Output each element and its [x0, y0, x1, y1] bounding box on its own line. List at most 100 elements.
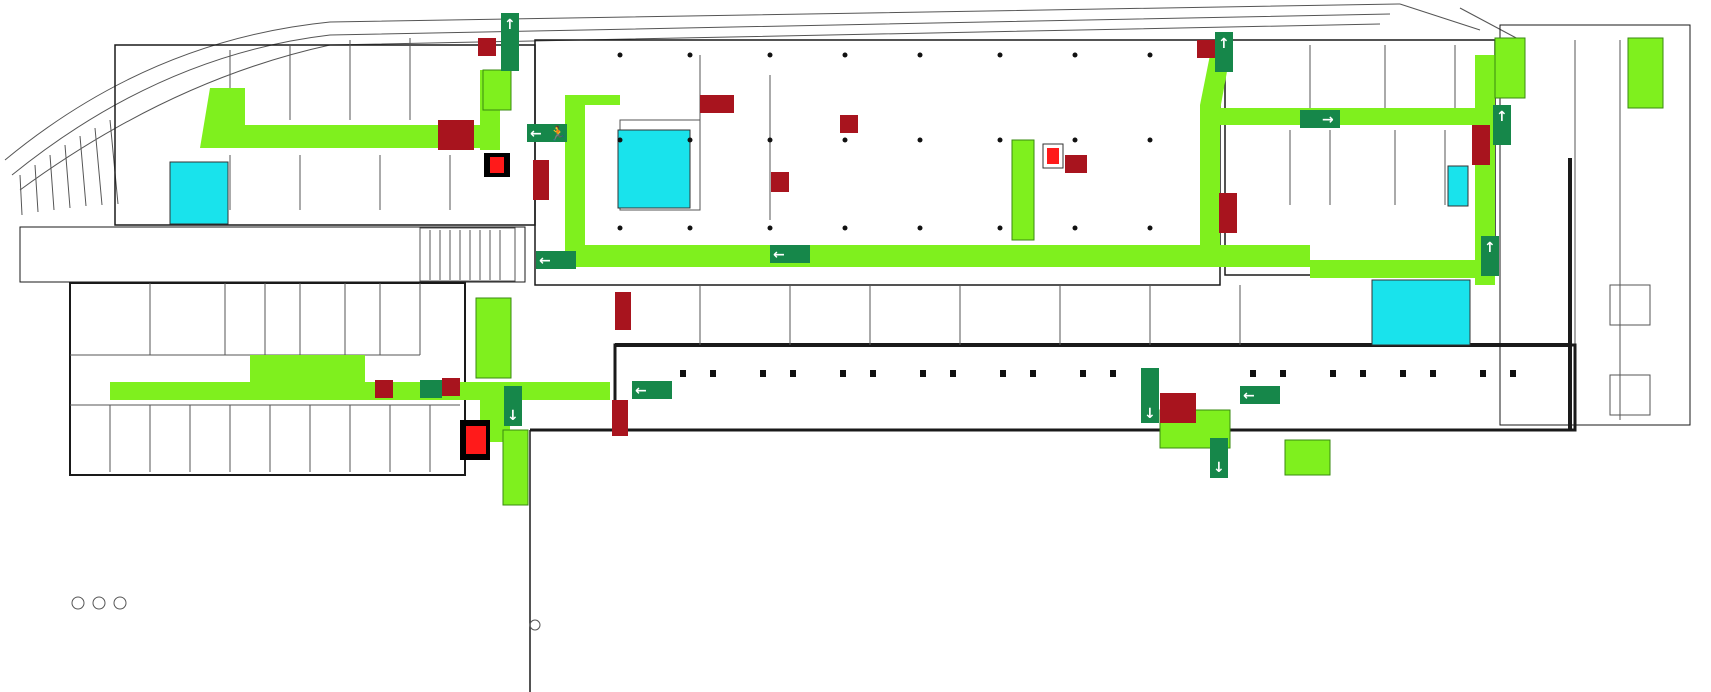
- exit-arrow-left-icon: ←: [530, 126, 542, 142]
- exit-sign-down-2: ↓: [1141, 368, 1159, 423]
- fire-points: [460, 143, 1064, 460]
- pillar: [790, 370, 796, 377]
- pillar: [1072, 137, 1078, 143]
- fire-sign-5: [840, 115, 858, 133]
- exit-sign-down-3: ↓: [1210, 438, 1228, 478]
- exit-sign-up-2: ↑: [1215, 32, 1233, 72]
- restroom-upper-west: [169, 161, 229, 225]
- svg-text:↑: ↑: [1496, 109, 1508, 125]
- pillar: [1080, 370, 1086, 377]
- route-center-loop: [565, 95, 620, 245]
- svg-text:←: ←: [1243, 388, 1255, 404]
- svg-text:↓: ↓: [1144, 406, 1156, 422]
- fire-sign-14: [612, 400, 628, 436]
- exit-sign-man-1: [420, 380, 442, 398]
- curved-facade: [4, 3, 1521, 216]
- exit-sign-right-1: →: [1300, 110, 1340, 128]
- stair-south-east: [1284, 439, 1331, 476]
- fire-sign-4: [700, 95, 734, 113]
- exit-sign-left-2: ←: [536, 251, 576, 269]
- fire-sign-11: [615, 292, 631, 330]
- stair-gray-upper: [419, 227, 516, 282]
- pillar: [1280, 370, 1286, 377]
- pillar: [1430, 370, 1436, 377]
- pillar: [997, 225, 1003, 231]
- pillar: [1400, 370, 1406, 377]
- exit-sign-left-3: ←: [770, 245, 810, 263]
- fire-sign-13: [442, 378, 460, 396]
- pillar: [767, 52, 773, 58]
- restroom-center: [617, 129, 691, 209]
- fire-sign-8: [1197, 40, 1215, 58]
- exit-sign-left-4: ←: [632, 381, 672, 399]
- pillar: [840, 370, 846, 377]
- fire-sign-7: [1065, 155, 1087, 173]
- pillar: [997, 52, 1003, 58]
- east-block: [1224, 24, 1691, 426]
- exit-sign-left-1: ←🏃: [527, 124, 567, 142]
- stair-lower-west: [475, 297, 512, 379]
- pillar: [767, 137, 773, 143]
- pillar: [997, 137, 1003, 143]
- pillar: [1147, 52, 1153, 58]
- route-east-vertical: [1200, 55, 1230, 265]
- route-central-corridor: [565, 245, 1310, 267]
- route-east-lower: [1310, 260, 1480, 278]
- south-block: [529, 158, 1577, 692]
- hall-pillars: [617, 52, 1516, 377]
- pillar: [1147, 137, 1153, 143]
- pillar: [950, 370, 956, 377]
- exit-sign-left-5: ←: [1240, 386, 1280, 404]
- pillar: [1360, 370, 1366, 377]
- exit-sign-up-4: ↑: [1481, 236, 1499, 276]
- pillar: [1072, 225, 1078, 231]
- pillar: [917, 225, 923, 231]
- pillar: [617, 225, 623, 231]
- pillar: [1330, 370, 1336, 377]
- exit-sign-up-3: ↑: [1493, 105, 1511, 145]
- pillar: [617, 137, 623, 143]
- exit-signs: ←🏃 ← ← ← ← → ↑ ↑ ↑ ↑ ↓ ↓ ↓: [420, 13, 1511, 478]
- fire-sign-15: [1160, 393, 1196, 423]
- facade-ribs: [19, 119, 119, 216]
- fire-sign-9: [1219, 193, 1237, 233]
- pillar: [680, 370, 686, 377]
- running-man-icon: 🏃: [549, 125, 566, 142]
- lower-west-wing: [69, 282, 466, 476]
- fire-sign-6: [771, 172, 789, 192]
- pillar: [917, 137, 923, 143]
- exit-arrow-up-icon: ↑: [504, 17, 516, 33]
- fire-sign-1: [478, 38, 496, 56]
- pillar: [1030, 370, 1036, 377]
- svg-text:↑: ↑: [1218, 36, 1230, 52]
- route-lower-west: [110, 355, 610, 400]
- pillar: [687, 52, 693, 58]
- pillar: [842, 137, 848, 143]
- fire-sign-3: [533, 160, 549, 200]
- restroom-south-east: [1371, 279, 1471, 346]
- pillar: [1250, 370, 1256, 377]
- pillar: [710, 370, 716, 377]
- stair-south-exit: [502, 429, 529, 506]
- stair-upper-west: [482, 69, 512, 111]
- fire-sign-12: [375, 380, 393, 398]
- restroom-east: [1447, 165, 1469, 207]
- exit-sign-up-1: ↑: [501, 13, 519, 71]
- svg-text:←: ←: [773, 247, 785, 263]
- svg-text:↓: ↓: [1213, 460, 1225, 476]
- fire-sign-10: [1472, 125, 1490, 165]
- upper-west-wing: [19, 38, 536, 283]
- pillar: [842, 52, 848, 58]
- pillar: [842, 225, 848, 231]
- route-east-upper: [1220, 108, 1490, 125]
- pillar: [917, 52, 923, 58]
- pillar: [1072, 52, 1078, 58]
- pillar: [870, 370, 876, 377]
- pillar: [687, 137, 693, 143]
- svg-text:←: ←: [539, 253, 551, 269]
- route-upper-west: [200, 88, 480, 148]
- svg-text:←: ←: [635, 383, 647, 399]
- stair-far-east: [1627, 37, 1664, 109]
- pillar: [617, 52, 623, 58]
